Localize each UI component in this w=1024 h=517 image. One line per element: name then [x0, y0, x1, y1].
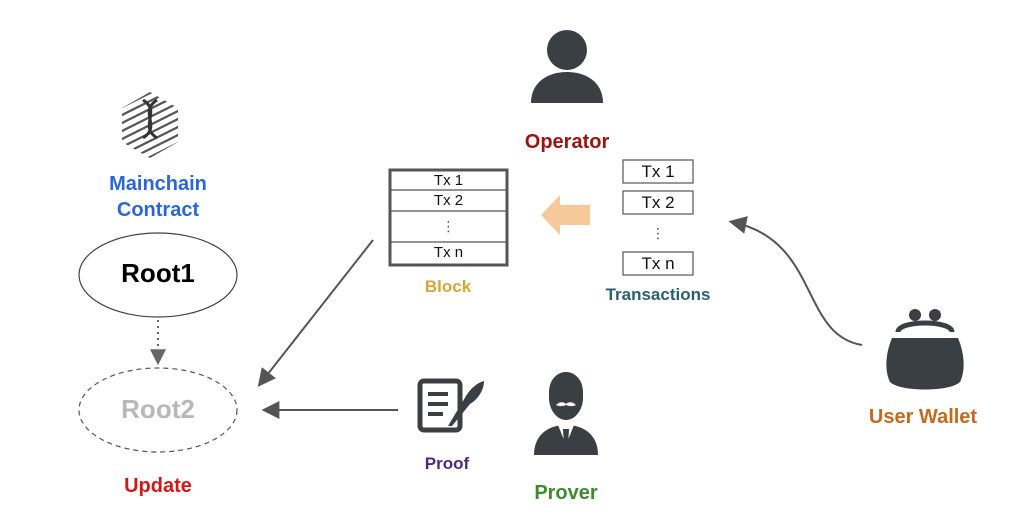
- block-row-1: Tx 1: [433, 172, 464, 189]
- mainchain-label-line1: Mainchain: [109, 173, 207, 195]
- user-wallet-label: User Wallet: [868, 406, 978, 428]
- mainchain-logo-icon: [122, 92, 178, 158]
- transaction-row-1: Tx 1: [641, 162, 675, 181]
- mainchain-label-line2: Contract: [116, 199, 200, 221]
- operator-person-icon: [531, 30, 603, 103]
- proof-label: Proof: [424, 454, 470, 473]
- transaction-row-ellipsis: ⋮: [651, 225, 665, 241]
- transactions-to-block-arrow: [541, 195, 590, 235]
- block-row-2: Tx 2: [433, 192, 464, 209]
- transactions-label: Transactions: [605, 285, 711, 304]
- root2-node: [78, 367, 238, 453]
- block-row-ellipsis: ⋮: [441, 218, 456, 234]
- update-label: Update: [124, 475, 192, 497]
- prover-label: Prover: [534, 482, 598, 504]
- block-to-root2-arrow: [257, 239, 374, 387]
- root1-node: [78, 232, 238, 318]
- block-table: [388, 168, 509, 267]
- wallet-to-transactions-arrow: [728, 216, 863, 346]
- root2-label: Root2: [121, 394, 195, 424]
- transactions-list: [622, 159, 694, 276]
- block-label: Block: [424, 277, 472, 296]
- wallet-purse-icon: [886, 309, 964, 390]
- transaction-row-n: Tx n: [641, 254, 675, 273]
- prover-person-icon: [534, 372, 598, 455]
- root1-label: Root1: [121, 258, 195, 288]
- block-row-n: Tx n: [433, 244, 464, 261]
- transaction-row-2: Tx 2: [641, 193, 675, 212]
- proof-document-icon: [417, 378, 484, 433]
- operator-label: Operator: [524, 131, 610, 153]
